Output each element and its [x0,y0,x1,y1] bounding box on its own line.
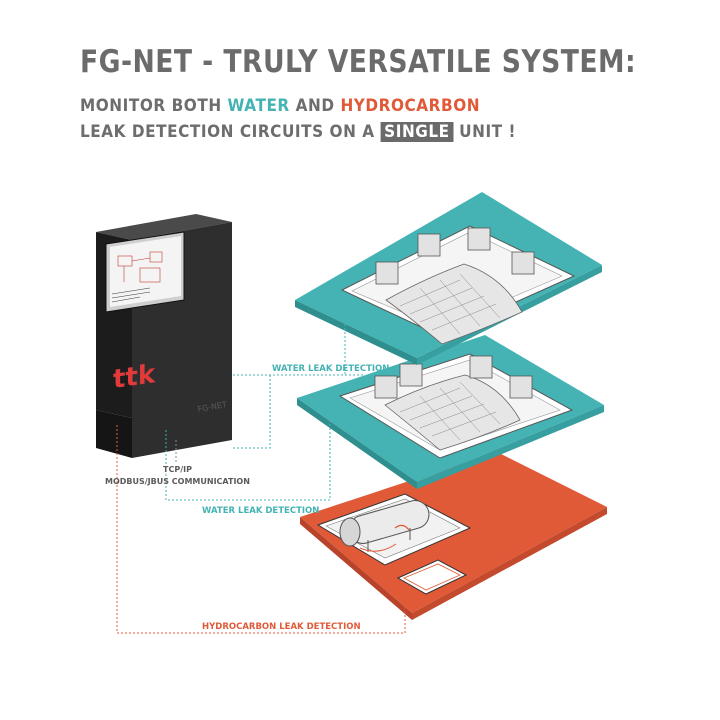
subtitle-text: LEAK DETECTION CIRCUITS ON A [80,122,381,142]
water-leak-label-lower: WATER LEAK DETECTION [202,506,319,516]
single-highlight: SINGLE [380,122,454,142]
water-highlight: WATER [227,96,290,116]
tcpip-label: TCP/IP [163,465,192,474]
touch-screen [105,231,185,313]
water-leak-label-upper: WATER LEAK DETECTION [272,364,389,374]
ttk-logo-icon: ttk [113,359,156,395]
hydrocarbon-circuit-line [116,425,406,634]
water-floor-lower [297,335,604,489]
tank-basin [316,493,472,566]
hydrocarbon-highlight: HYDROCARBON [340,96,481,116]
water-lower-circuit-line [165,398,331,501]
fuel-tank-icon [339,500,430,552]
modbus-label: MODBUS/JBUS COMMUNICATION [105,477,250,486]
subtitle-line-2: LEAK DETECTION CIRCUITS ON A SINGLE UNIT… [80,122,516,142]
page-title: FG-NET - TRULY VERSATILE SYSTEM: [80,44,637,80]
server-room-lower [338,353,574,459]
subtitle-text: MONITOR BOTH [80,96,228,116]
fg-net-cabinet: ttk FG-NET [96,214,232,458]
ttk-logo-text: ttk [113,359,156,395]
server-unit-icon [374,355,533,399]
subtitle-text: UNIT ! [453,122,517,142]
hydrocarbon-floor [300,452,607,620]
hydrocarbon-leak-label: HYDROCARBON LEAK DETECTION [202,622,361,632]
server-unit-icon [375,227,535,285]
connection-lines [116,300,406,634]
subtitle-line-1: MONITOR BOTH WATER AND HYDROCARBON [80,96,480,116]
water-upper-circuit-line [233,375,271,449]
sump-box [396,559,468,595]
subtitle-text: AND [289,96,341,116]
water-floor-upper [295,192,602,365]
server-room-upper [340,225,576,345]
